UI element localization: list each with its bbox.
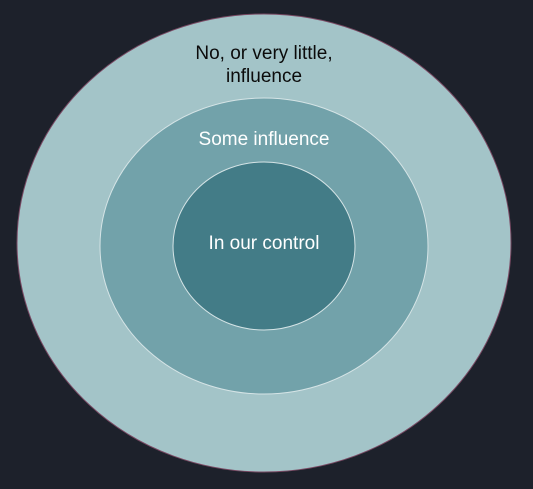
inner-circle <box>172 161 356 331</box>
middle-ring-label: Some influence <box>198 129 330 150</box>
inner-circle-label: In our control <box>208 233 320 254</box>
outer-ring-label: No, or very little, influence <box>195 43 333 87</box>
